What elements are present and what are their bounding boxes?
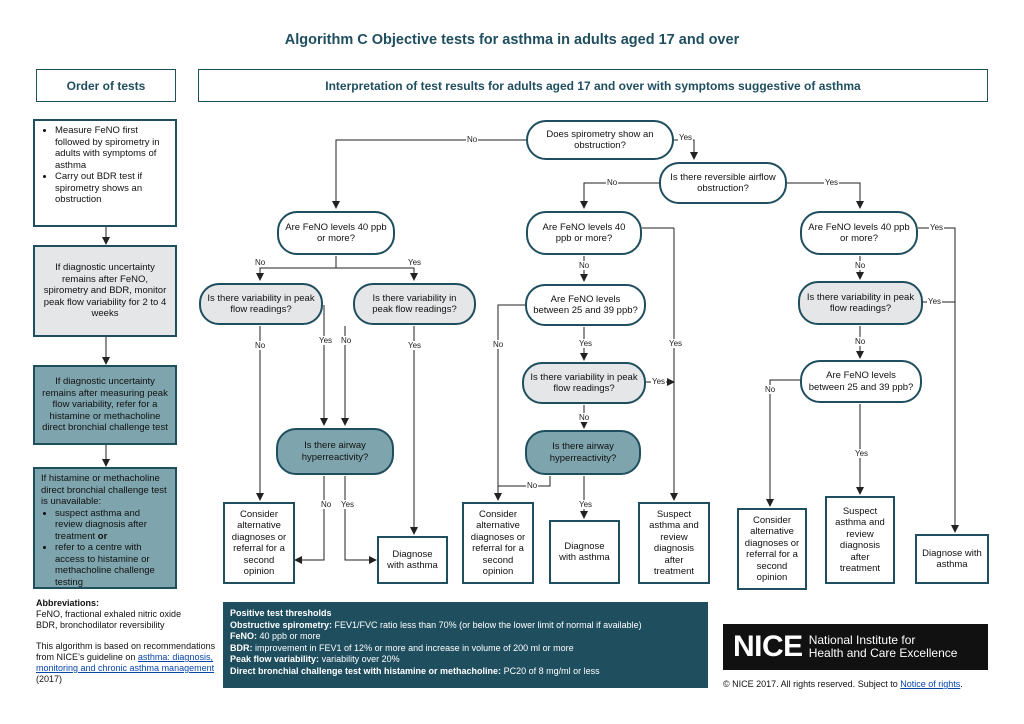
guideline-year: (2017) (36, 674, 63, 684)
copyright-text: © NICE 2017. All rights reserved. Subjec… (723, 679, 898, 689)
guideline-note: This algorithm is based on recommendatio… (36, 641, 226, 685)
node-feno-40-middle: Are FeNO levels 40 ppb or more? (526, 211, 642, 255)
node-peak-flow-2: Is there variability in peak flow readin… (353, 283, 476, 325)
dbc-threshold-text: PC20 of 8 mg/ml or less (503, 665, 600, 676)
outcome-suspect-asthma-1: Suspect asthma and review diagnosis afte… (638, 502, 710, 584)
label-pf4-yes: Yes (927, 297, 943, 306)
label-ahr2-no: No (526, 481, 539, 490)
thresholds-heading: Positive test thresholds (230, 608, 332, 618)
node-peak-flow-4: Is there variability in peak flow readin… (798, 281, 923, 325)
copyright-end: . (960, 679, 963, 689)
dbc-threshold-label: Direct bronchial challenge test with his… (230, 665, 502, 676)
label-ahr1-no: No (320, 500, 333, 509)
order-step-1: Measure FeNO first followed by spirometr… (33, 119, 177, 227)
guideline-link[interactable]: asthma: diagnosis, monitoring and chroni… (36, 652, 215, 673)
label-f25a-yes: Yes (578, 339, 594, 348)
outcome-diagnose-asthma-2: Diagnose with asthma (549, 520, 620, 584)
label-ahr2-yes: Yes (578, 500, 594, 509)
label-pf3-yes: Yes (651, 377, 667, 386)
outcome-consider-alternative-2: Consider alternative diagnoses or referr… (462, 502, 534, 584)
label-f2-yes: Yes (668, 339, 684, 348)
feno-threshold-text: 40 ppb or more (259, 631, 321, 641)
label-spiro-no: No (466, 135, 479, 144)
nice-logo: NICE National Institute for Health and C… (723, 624, 988, 670)
notice-of-rights-link[interactable]: Notice of rights (900, 679, 961, 689)
label-pf1-no: No (254, 341, 267, 350)
label-f25b-no: No (764, 385, 777, 394)
label-f3-yes: Yes (929, 223, 945, 232)
order-step-4-item-2: refer to a centre with access to histami… (55, 542, 169, 588)
node-feno-25-39-right: Are FeNO levels between 25 and 39 ppb? (800, 360, 922, 403)
spiro-threshold-label: Obstructive spirometry: (230, 619, 333, 630)
nice-logo-line-2: Health and Care Excellence (808, 646, 958, 660)
outcome-suspect-asthma-2: Suspect asthma and review diagnosis afte… (825, 496, 895, 584)
label-pf4-no: No (854, 337, 867, 346)
page-title: Algorithm C Objective tests for asthma i… (284, 32, 740, 48)
node-peak-flow-1: Is there variability in peak flow readin… (199, 283, 323, 325)
node-feno-25-39-middle: Are FeNO levels between 25 and 39 ppb? (525, 284, 646, 326)
order-step-4-item-1: suspect asthma and review diagnosis afte… (55, 508, 169, 543)
abbreviation-bdr: BDR, bronchodilator reversibility (36, 620, 165, 630)
node-airway-hyperreactivity-1: Is there airway hyperreactivity? (276, 428, 394, 475)
guideline-note-text: This algorithm is based on recommendatio… (36, 641, 216, 662)
label-f25a-no: No (492, 340, 505, 349)
feno-threshold-label: FeNO: (230, 631, 257, 641)
bdr-threshold-text: improvement in FEV1 of 12% or more and i… (255, 642, 574, 653)
abbreviations: Abbreviations: FeNO, fractional exhaled … (36, 598, 226, 685)
label-f2-no: No (578, 261, 591, 270)
node-reversible-obstruction: Is there reversible airflow obstruction? (659, 162, 787, 204)
outcome-diagnose-asthma-1: Diagnose with asthma (377, 536, 448, 584)
label-rev-yes: Yes (824, 178, 840, 187)
order-step-1-item: Measure FeNO first followed by spirometr… (55, 125, 169, 171)
order-step-1-item: Carry out BDR test if spirometry shows a… (55, 171, 169, 206)
interpretation-header: Interpretation of test results for adult… (198, 69, 988, 102)
label-pf2-no: No (340, 336, 353, 345)
label-spiro-yes: Yes (678, 133, 694, 142)
label-f3-no: No (854, 261, 867, 270)
order-step-4-or: or (97, 530, 108, 542)
outcome-consider-alternative-1: Consider alternative diagnoses or referr… (223, 502, 295, 584)
pf-threshold-text: variability over 20% (321, 654, 400, 664)
order-step-2: If diagnostic uncertainty remains after … (33, 245, 177, 337)
positive-test-thresholds: Positive test thresholds Obstructive spi… (223, 602, 708, 688)
label-pf1-yes: Yes (318, 336, 334, 345)
label-rev-no: No (606, 178, 619, 187)
abbreviations-heading: Abbreviations: (36, 598, 100, 608)
order-step-4: If histamine or methacholine direct bron… (33, 467, 177, 589)
pf-threshold-label: Peak flow variability: (230, 654, 320, 664)
outcome-consider-alternative-3: Consider alternative diagnoses or referr… (737, 508, 807, 590)
order-step-4-intro: If histamine or methacholine direct bron… (41, 473, 167, 507)
label-pf3-no: No (578, 413, 591, 422)
label-f1-yes: Yes (407, 258, 423, 267)
nice-logo-line-1: National Institute for (808, 633, 916, 647)
order-of-tests-header: Order of tests (36, 69, 176, 102)
spiro-threshold-text: FEV1/FVC ratio less than 70% (or below t… (334, 619, 642, 630)
node-airway-hyperreactivity-2: Is there airway hyperreactivity? (525, 430, 641, 475)
node-feno-40-right: Are FeNO levels 40 ppb or more? (800, 211, 918, 255)
nice-logo-word: NICE (733, 630, 803, 663)
order-step-4-item-1-text: suspect asthma and review diagnosis afte… (55, 507, 147, 542)
bdr-threshold-label: BDR: (230, 642, 253, 653)
node-feno-40-left: Are FeNO levels 40 ppb or more? (277, 211, 395, 255)
abbreviation-feno: FeNO, fractional exhaled nitric oxide (36, 609, 182, 619)
label-f25b-yes: Yes (854, 449, 870, 458)
outcome-diagnose-asthma-3: Diagnose with asthma (915, 534, 989, 584)
label-pf2-yes: Yes (407, 341, 423, 350)
label-f1-no: No (254, 258, 267, 267)
node-peak-flow-3: Is there variability in peak flow readin… (522, 362, 646, 404)
label-ahr1-yes: Yes (340, 500, 356, 509)
node-spirometry-obstruction: Does spirometry show an obstruction? (526, 120, 674, 160)
copyright: © NICE 2017. All rights reserved. Subjec… (723, 679, 1013, 689)
order-step-3: If diagnostic uncertainty remains after … (33, 365, 177, 445)
nice-logo-subtitle: National Institute for Health and Care E… (803, 634, 958, 660)
